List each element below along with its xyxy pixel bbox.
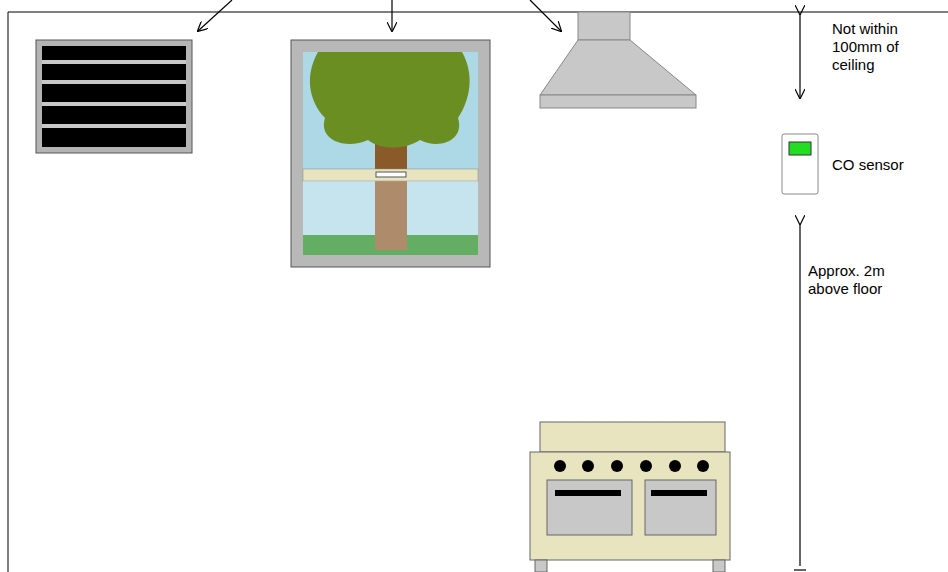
dimension-note: Approx. 2m above floor xyxy=(808,262,904,298)
dimension-note: Not within 100mm of ceiling xyxy=(832,20,920,74)
window xyxy=(291,40,490,267)
air-vent xyxy=(36,40,192,153)
sensor-label: CO sensor xyxy=(832,156,942,174)
co-sensor xyxy=(782,134,818,194)
dimension-arrow xyxy=(794,14,806,570)
stove xyxy=(530,422,730,572)
room-outline xyxy=(8,12,948,572)
cooker-hood xyxy=(540,12,696,108)
pointer-arrows xyxy=(198,0,561,31)
